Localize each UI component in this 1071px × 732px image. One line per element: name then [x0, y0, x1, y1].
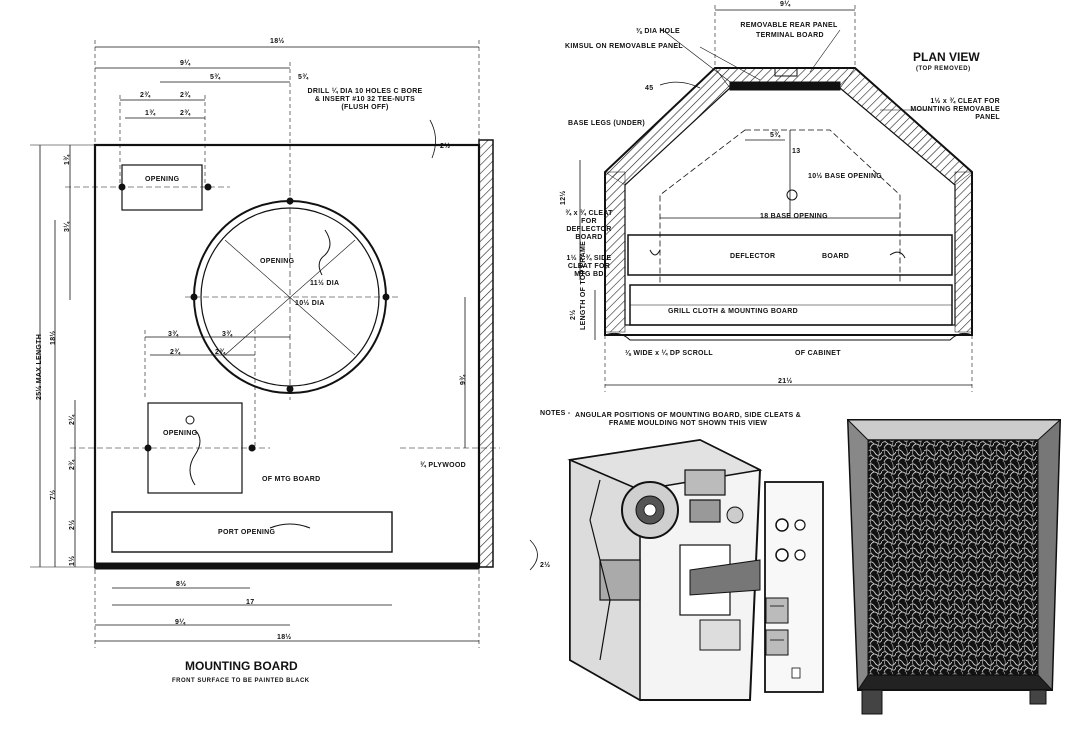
dim-2-label: 2½ — [570, 309, 577, 320]
dim-bottom-d: 18½ — [277, 634, 292, 641]
dia-outer-label: 11½ DIA — [310, 280, 340, 287]
opening-small-label: OPENING — [163, 430, 198, 437]
port-opening-label: PORT OPENING — [218, 529, 276, 536]
cleat-deflector-label: ¾ x ¾ CLEAT FOR DEFLECTOR BOARD — [565, 210, 613, 241]
plywood-strip — [478, 139, 494, 568]
dim-bottom-a: 8½ — [176, 581, 187, 588]
terminal-panel — [764, 481, 824, 693]
grill-cloth-label: GRILL CLOTH & MOUNTING BOARD — [668, 308, 798, 315]
plan-view-drawing — [579, 5, 973, 392]
plan-view-title: PLAN VIEW — [913, 50, 980, 64]
mounting-board-subtitle: FRONT SURFACE TO BE PAINTED BLACK — [172, 678, 310, 684]
drill-note: DRILL ¼ DIA 10 HOLES C BORE & INSERT #10… — [307, 88, 423, 111]
dim-left-c: 2¼ — [69, 414, 76, 425]
cleat-removable-label: 1½ x ¾ CLEAT FOR MOUNTING REMOVABLE PANE… — [910, 98, 1000, 121]
cabinet-cutaway-sketch — [567, 438, 824, 702]
plan-view-subtitle: (TOP REMOVED) — [916, 66, 971, 72]
opening-top-label: OPENING — [145, 176, 180, 183]
speaker-grille — [867, 439, 1039, 676]
dim-left-vert: 12½ — [560, 190, 567, 205]
terminal-board-label: TERMINAL BOARD — [756, 32, 824, 39]
base-opening-18-label: 18 BASE OPENING — [760, 213, 828, 220]
dim-left-b: 3¼ — [64, 221, 71, 232]
of-cabinet-label: OF CABINET — [795, 350, 841, 357]
dim-plan-top: 9¼ — [780, 1, 791, 8]
dim-left-a: 1¾ — [64, 154, 71, 165]
length-top-frame-label: LENGTH OF TOP FRAME — [580, 240, 587, 330]
small-opening-top — [121, 164, 203, 211]
base-opening-10-label: 10½ BASE OPENING — [808, 173, 883, 180]
board-base-bar — [94, 562, 480, 570]
deflector-board — [627, 234, 953, 276]
dim-top-overall: 18½ — [270, 38, 285, 45]
finished-cabinet-sketch — [846, 418, 1062, 715]
kimsul-label: KIMSUL ON REMOVABLE PANEL — [565, 43, 683, 50]
dia-hole-label: ⅜ DIA HOLE — [636, 28, 680, 35]
plywood-label: ¾ PLYWOOD — [420, 462, 467, 469]
dim-mid-b: 3¾ — [222, 331, 233, 338]
notes-label: NOTES - — [540, 410, 571, 417]
port-opening — [111, 511, 393, 553]
dim-left-g: 7½ — [50, 489, 57, 500]
dim-mid-a: 3¾ — [168, 331, 179, 338]
base-legs-label: BASE LEGS (UNDER) — [568, 120, 646, 127]
dim-right-bottom: 2½ — [540, 562, 551, 569]
dim-small-c: 1¾ — [145, 110, 156, 117]
scroll-label: ⅛ WIDE x ¼ DP SCROLL — [625, 350, 713, 357]
dim-small-b: 2¾ — [180, 92, 191, 99]
of-mtg-board-label: OF MTG BOARD — [262, 476, 321, 483]
deflector-label: DEFLECTOR — [730, 253, 776, 260]
dia-inner-label: 10½ DIA — [295, 300, 325, 307]
dim-small-a: 2¾ — [140, 92, 151, 99]
angle-45-label: 45 — [645, 85, 654, 92]
board-label: BOARD — [822, 253, 850, 260]
dim-max-length: 25½ MAX LENGTH — [36, 333, 43, 400]
dim-right-top: 2½ — [440, 143, 451, 150]
dim-mid-d: 2¾ — [215, 349, 226, 356]
dim-bottom-b: 17 — [246, 599, 255, 606]
notes-text: ANGULAR POSITIONS OF MOUNTING BOARD, SID… — [574, 412, 802, 427]
dim-5-label: 5¾ — [770, 132, 781, 139]
dim-top-b: 5¾ — [210, 74, 221, 81]
terminal-board — [774, 67, 798, 77]
dim-left-d: 2¾ — [69, 459, 76, 470]
dim-18-5: 18½ — [50, 330, 57, 345]
dim-right-9: 9¾ — [460, 374, 467, 385]
dim-bottom-c: 9¼ — [175, 619, 186, 626]
dim-mid-c: 2¾ — [170, 349, 181, 356]
dim-left-e: 2½ — [69, 519, 76, 530]
rear-panel — [729, 81, 841, 91]
opening-circle-label: OPENING — [260, 258, 295, 265]
dim-top-a: 9¼ — [180, 60, 191, 67]
mounting-board-drawing — [30, 40, 538, 648]
dim-top-c: 5¾ — [298, 74, 309, 81]
mounting-board-title: MOUNTING BOARD — [185, 659, 298, 673]
removable-rear-panel-label: REMOVABLE REAR PANEL — [740, 22, 838, 29]
dim-left-f: 1½ — [69, 555, 76, 566]
dim-small-d: 2¾ — [180, 110, 191, 117]
dim-bottom-label: 21½ — [778, 378, 793, 385]
side-cleat-label: 1½ x ¾ SIDE CLEAT FOR MTG BD — [566, 255, 612, 278]
dim-13-label: 13 — [792, 148, 801, 155]
